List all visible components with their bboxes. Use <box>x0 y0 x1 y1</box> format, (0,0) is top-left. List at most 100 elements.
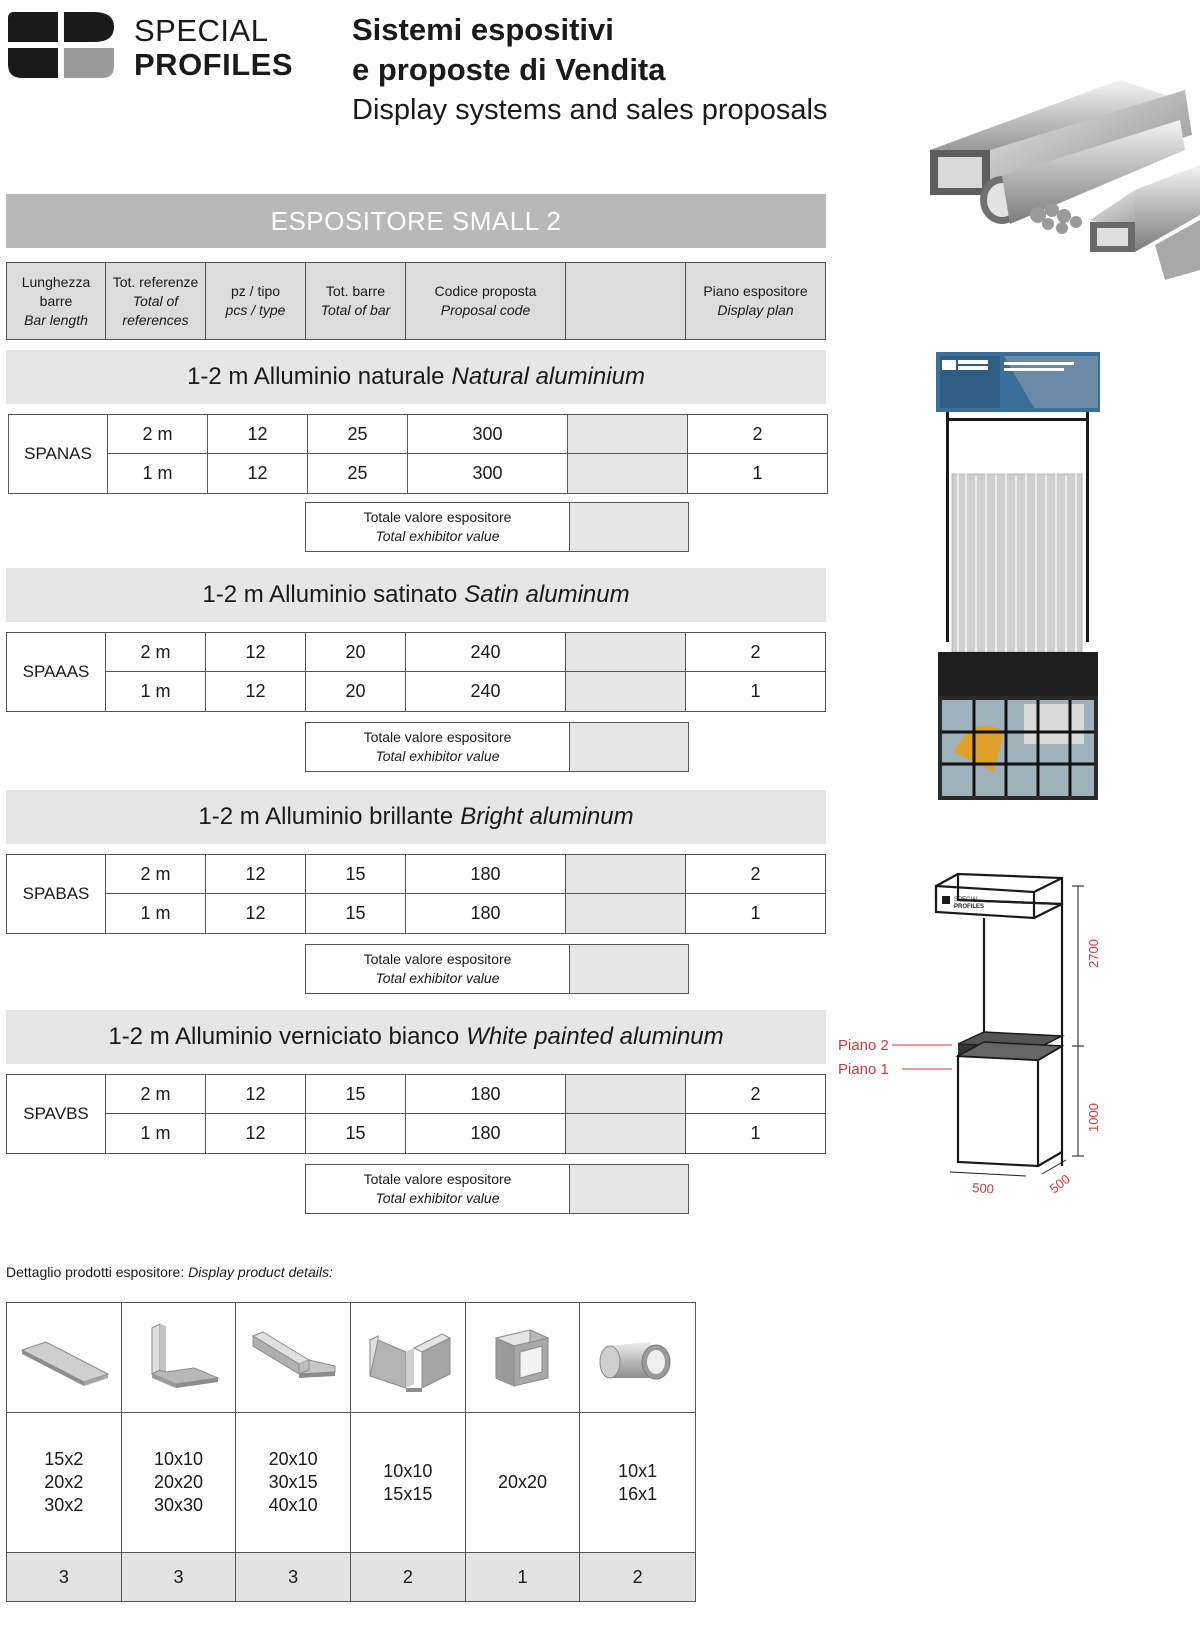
price-table-satin: 2 m 12 20 240 SPAAAS 2 1 m 12 20 240 1 <box>6 632 826 712</box>
product-cell <box>465 1303 581 1413</box>
header-total-bars: Tot. barre Total of bar <box>306 263 406 339</box>
price-table-bright: 2 m 12 15 180 SPABAS 2 1 m 12 15 180 1 <box>6 854 826 934</box>
display-stand-photo <box>936 352 1100 800</box>
cell-price <box>566 672 686 711</box>
cell-price <box>566 633 686 672</box>
display-dimension-diagram: SPECIAL PROFILES Piano 2 Piano 1 2700 10… <box>838 872 1101 1197</box>
cell-pcs: 20 <box>306 633 406 672</box>
cell-price <box>566 855 686 894</box>
cell-length: 1 m <box>108 454 208 493</box>
dimension-width: 500 <box>972 1180 995 1196</box>
cell-length: 2 m <box>106 855 206 894</box>
product-cell <box>580 1303 695 1413</box>
logo-mark-icon <box>8 12 114 78</box>
aluminium-tubes-image <box>930 80 1200 280</box>
cell-price <box>566 1114 686 1153</box>
box-logo-line1: SPECIAL <box>954 897 980 903</box>
equal-angle-icon <box>151 1322 221 1388</box>
cell-plan: 2 <box>688 415 827 454</box>
cell-bars: 300 <box>408 415 568 454</box>
cell-pcs: 15 <box>306 855 406 894</box>
cell-price <box>568 454 688 493</box>
cell-plan: 2 <box>686 1075 825 1114</box>
product-sizes: 10x1 16x1 <box>580 1413 695 1553</box>
product-count: 1 <box>465 1553 581 1601</box>
logo-wordmark: SPECIAL PROFILES <box>134 13 294 82</box>
product-cell <box>121 1303 237 1413</box>
cell-length: 1 m <box>106 1114 206 1153</box>
cell-bars: 300 <box>408 454 568 493</box>
cell-pcs: 15 <box>306 894 406 933</box>
total-value-cell <box>570 503 688 551</box>
cell-proposal-code: SPABAS <box>7 855 106 933</box>
cell-pcs: 20 <box>306 672 406 711</box>
title-line-1: Sistemi espositivi <box>352 12 614 47</box>
cell-refs: 12 <box>206 1075 306 1114</box>
cell-refs: 12 <box>206 1114 306 1153</box>
dimension-depth: 500 <box>1047 1171 1073 1196</box>
cell-refs: 12 <box>206 855 306 894</box>
cell-refs: 12 <box>206 672 306 711</box>
product-count: 3 <box>121 1553 237 1601</box>
cell-length: 2 m <box>108 415 208 454</box>
cell-refs: 12 <box>208 454 308 493</box>
product-details-label: Dettaglio prodotti espositore: Display p… <box>6 1264 333 1280</box>
cell-pcs: 25 <box>308 454 408 493</box>
product-cell <box>7 1303 122 1413</box>
cell-plan: 1 <box>752 463 763 483</box>
cell-pcs: 25 <box>308 415 408 454</box>
total-value-cell <box>570 723 688 771</box>
header-empty <box>566 263 686 339</box>
label-piano-1: Piano 1 <box>838 1061 889 1078</box>
label-piano-2: Piano 2 <box>838 1037 889 1054</box>
cell-refs: 12 <box>206 633 306 672</box>
box-logo-line2: PROFILES <box>954 904 984 910</box>
header-bar-length: Lunghezza barre Bar length <box>7 263 106 339</box>
cell-refs: 12 <box>206 894 306 933</box>
cell-plan: 1 <box>750 681 761 701</box>
product-sizes: 20x10 30x15 40x10 <box>236 1413 351 1553</box>
flat-bar-icon <box>20 1340 110 1386</box>
product-details-table: 15x2 20x2 30x2 10x10 20x20 30x30 20x10 3… <box>6 1302 696 1602</box>
page-subtitle: Display systems and sales proposals <box>352 94 828 126</box>
product-sizes: 20x20 <box>465 1413 581 1553</box>
cell-length: 2 m <box>106 1075 206 1114</box>
company-logo: SPECIAL PROFILES <box>8 10 298 84</box>
cell-pcs: 15 <box>306 1114 406 1153</box>
cell-price <box>568 415 688 454</box>
cell-bars: 240 <box>406 672 566 711</box>
unequal-angle-icon <box>252 1330 336 1378</box>
header-display-plan: Piano espositore Display plan <box>703 283 808 318</box>
cell-proposal-code: SPAAAS <box>7 633 106 711</box>
cell-bars: 180 <box>406 1075 566 1114</box>
cell-proposal-code: SPANAS <box>9 415 108 493</box>
round-tube-icon <box>599 1341 671 1379</box>
product-count: 2 <box>580 1553 695 1601</box>
price-table-natural: 2 m 12 25 300 SPANAS 2 1 m 12 25 300 1 <box>8 414 828 494</box>
cell-length: 1 m <box>106 672 206 711</box>
title-line-2: e proposte di Vendita <box>352 52 666 87</box>
cell-length: 2 m <box>106 633 206 672</box>
price-table-white: 2 m 12 15 180 SPAVBS 2 1 m 12 15 180 1 <box>6 1074 826 1154</box>
cell-refs: 12 <box>208 415 308 454</box>
cell-price <box>566 894 686 933</box>
product-sizes: 10x10 15x15 <box>350 1413 466 1553</box>
dimension-height-base: 1000 <box>1086 1103 1101 1132</box>
cell-bars: 240 <box>406 633 566 672</box>
product-count: 3 <box>7 1553 122 1601</box>
page-title: Sistemi espositivi e proposte di Vendita… <box>352 10 852 130</box>
total-value-cell <box>570 945 688 993</box>
cell-plan: 2 <box>686 855 825 894</box>
product-cell <box>350 1303 466 1413</box>
cell-proposal-code: SPAVBS <box>7 1075 106 1153</box>
cell-bars: 180 <box>406 894 566 933</box>
cell-bars: 180 <box>406 1114 566 1153</box>
product-cell <box>236 1303 351 1413</box>
